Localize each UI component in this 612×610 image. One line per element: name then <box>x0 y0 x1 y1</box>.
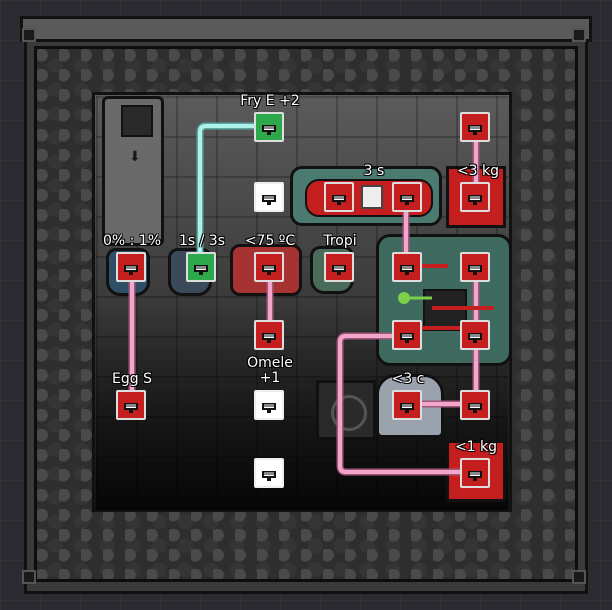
fan-vent <box>316 380 376 440</box>
frame-bracket <box>572 570 586 584</box>
temp-label: <75 ºC <box>244 233 296 249</box>
cond-port-icon[interactable] <box>116 252 146 282</box>
tropi-port-icon[interactable] <box>324 252 354 282</box>
fan-icon <box>331 395 367 431</box>
filter-out-port-icon[interactable] <box>392 182 422 212</box>
tank-port-icon[interactable] <box>392 320 422 350</box>
right-port-icon[interactable] <box>460 390 490 420</box>
egg-label: Egg S <box>112 371 152 387</box>
omelette-label: Omele <box>247 355 293 371</box>
mass-top-label: <3 kg <box>456 163 500 179</box>
cyan-wire <box>198 124 268 252</box>
tank-port-icon[interactable] <box>460 252 490 282</box>
idle-port-icon[interactable] <box>254 390 284 420</box>
red-wire <box>420 264 494 330</box>
fry-label: Fry E +2 <box>240 93 300 109</box>
timer-port-icon[interactable] <box>186 252 216 282</box>
idle-port-icon[interactable] <box>254 458 284 488</box>
top-right-port-icon[interactable] <box>460 112 490 142</box>
cold-port-icon[interactable] <box>392 390 422 420</box>
mass-bottom-port-icon[interactable] <box>460 458 490 488</box>
frame-bracket <box>22 570 36 584</box>
tropi-label: Tropi <box>323 233 357 249</box>
timer-label: 1s / 3s <box>178 233 226 249</box>
cold-label: <3 c <box>391 371 425 387</box>
filter-in-port-icon[interactable] <box>324 182 354 212</box>
idle-port-icon[interactable] <box>254 182 284 212</box>
omelette-bonus-label: +1 <box>259 370 281 386</box>
refrigerator-machine[interactable]: ⬇ <box>102 96 164 246</box>
fry-port-icon[interactable] <box>254 112 284 142</box>
tank-port-icon[interactable] <box>460 320 490 350</box>
frame-bracket <box>572 28 586 42</box>
interval-label: 3 s <box>363 163 385 179</box>
tank-port-icon[interactable] <box>392 252 422 282</box>
mass-top-port-icon[interactable] <box>460 182 490 212</box>
fry-cond-label: 0% : 1% <box>102 233 162 249</box>
filter-chip-icon <box>361 185 383 209</box>
pink-wire <box>338 334 472 474</box>
frame-bracket <box>22 28 36 42</box>
temp-port-icon[interactable] <box>254 252 284 282</box>
down-arrow-icon: ⬇ <box>129 149 141 165</box>
frame-top-beam <box>20 16 592 42</box>
machine-window <box>121 105 153 137</box>
mass-bottom-label: <1 kg <box>454 439 498 455</box>
omelette-port-icon[interactable] <box>254 320 284 350</box>
egg-port-icon[interactable] <box>116 390 146 420</box>
